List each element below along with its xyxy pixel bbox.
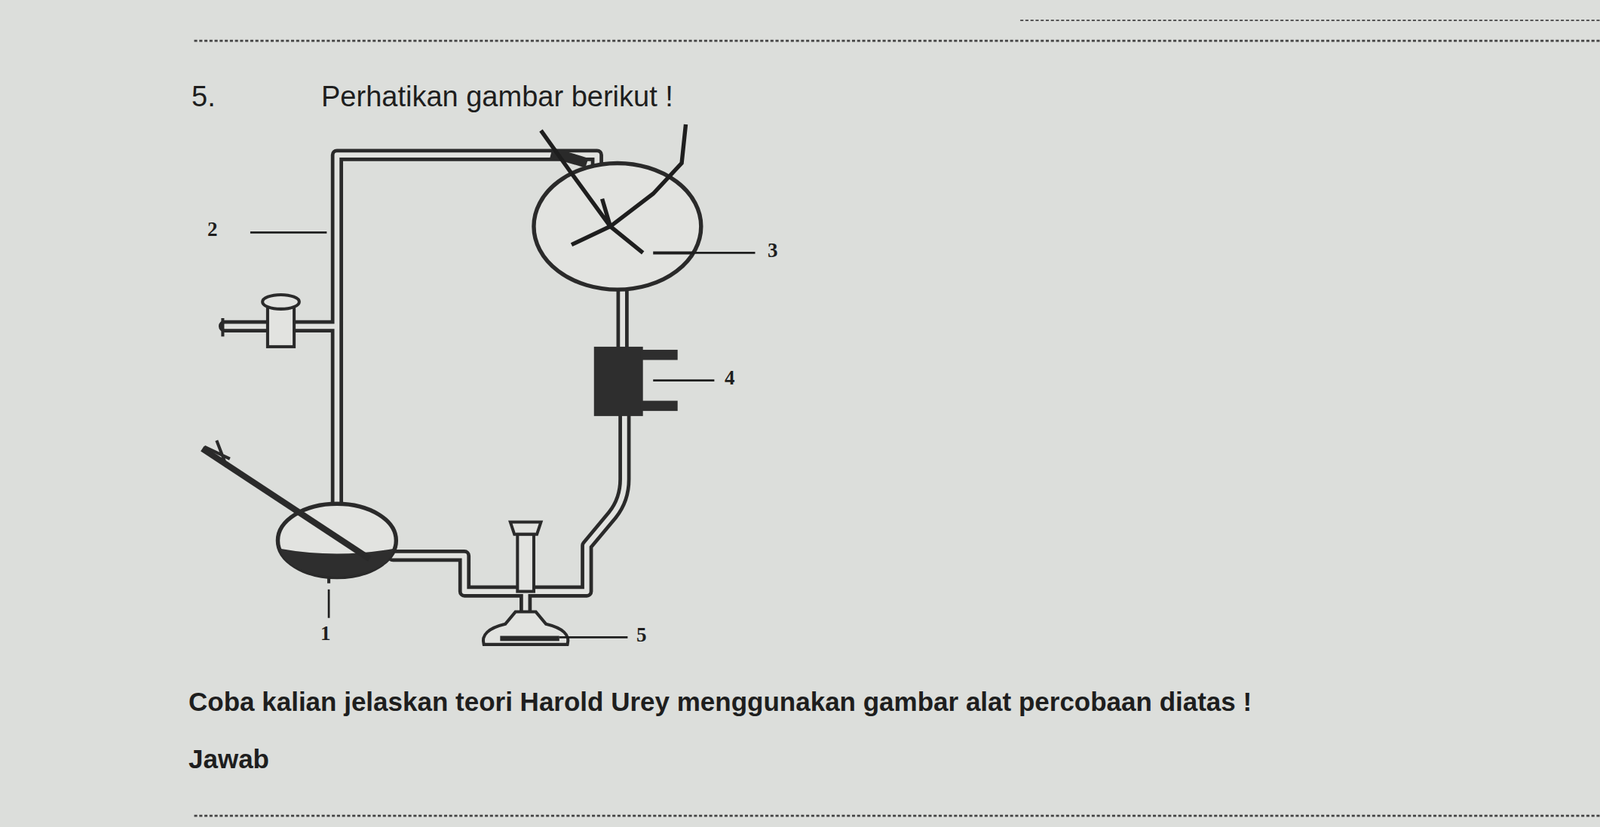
callout-number: 4: [724, 367, 736, 390]
question-text: Coba kalian jelaskan teori Harold Urey m…: [188, 687, 1252, 718]
callout-number: 5: [636, 624, 647, 647]
question-number: 5.: [191, 81, 216, 114]
instruction-text: Perhatikan gambar berikut !: [321, 81, 674, 114]
callout-number: 3: [767, 239, 779, 263]
callout-number: 1: [320, 622, 332, 646]
answer-label: Jawab: [188, 744, 270, 775]
callout-number: 2: [207, 218, 218, 242]
